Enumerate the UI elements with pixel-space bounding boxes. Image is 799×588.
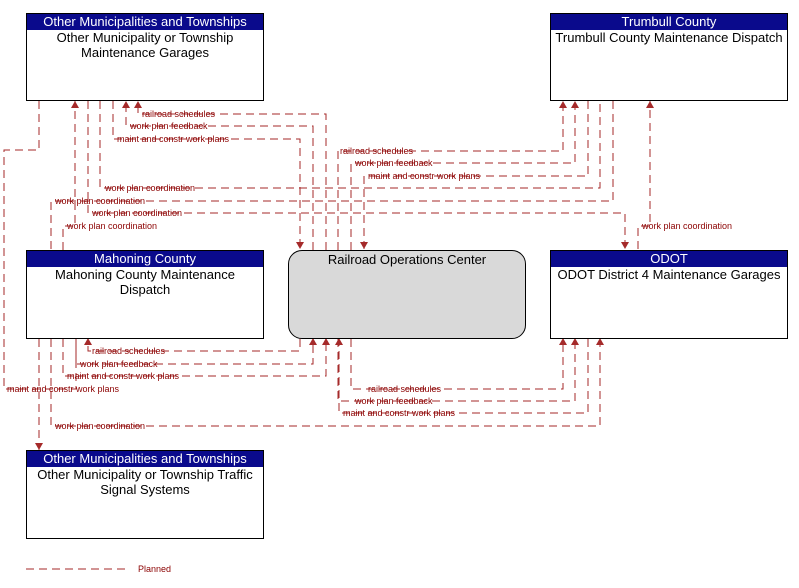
omt-signals-header: Other Municipalities and Townships: [27, 451, 263, 467]
odot-header: ODOT: [551, 251, 787, 267]
flow-label: maint and constr work plans: [7, 384, 120, 394]
flow-line: [84, 338, 301, 352]
flow-label: work plan feedback: [354, 396, 433, 406]
flow-line: [50, 101, 614, 249]
trumbull-header: Trumbull County: [551, 14, 787, 30]
flow-line: [75, 338, 317, 365]
mahoning-box[interactable]: Mahoning County Mahoning County Maintena…: [26, 250, 264, 339]
flow-line: [350, 338, 567, 390]
flow-line: [337, 101, 567, 250]
flow-line: [87, 101, 629, 249]
flow-label: maint and constr work plans: [343, 408, 456, 418]
flow-label: railroad schedules: [368, 384, 442, 394]
omt-signals-box[interactable]: Other Municipalities and Townships Other…: [26, 450, 264, 539]
omt-garages-box[interactable]: Other Municipalities and Townships Other…: [26, 13, 264, 101]
flow-line: [335, 338, 589, 414]
flow-label: work plan coordination: [54, 196, 145, 206]
legend-label: Planned: [138, 564, 171, 574]
flow-label: railroad schedules: [92, 346, 166, 356]
omt-garages-header: Other Municipalities and Townships: [27, 14, 263, 30]
flow-label: work plan feedback: [354, 158, 433, 168]
railroad-title: Railroad Operations Center: [327, 252, 487, 267]
flow-label: work plan feedback: [79, 359, 158, 369]
flow-label: work plan coordination: [54, 421, 145, 431]
flow-line: [360, 101, 589, 249]
flow-line: [134, 101, 327, 250]
flow-label: work plan feedback: [129, 121, 208, 131]
flow-label: railroad schedules: [340, 146, 414, 156]
flow-line: [3, 101, 77, 390]
mahoning-header: Mahoning County: [27, 251, 263, 267]
flow-label: work plan coordination: [641, 221, 732, 231]
flow-label: work plan coordination: [91, 208, 182, 218]
flow-line: [337, 338, 579, 402]
odot-box[interactable]: ODOT ODOT District 4 Maintenance Garages: [550, 250, 788, 339]
flow-line: [637, 101, 654, 249]
odot-title: ODOT District 4 Maintenance Garages: [557, 267, 781, 282]
flow-line: [350, 101, 579, 250]
flow-label: work plan coordination: [66, 221, 157, 231]
flow-line: [62, 101, 79, 250]
flow-label: maint and constr work plans: [67, 371, 180, 381]
omt-signals-title: Other Municipality or Township Traffic S…: [37, 467, 253, 497]
flow-line: [99, 101, 601, 189]
mahoning-title: Mahoning County Maintenance Dispatch: [55, 267, 235, 297]
trumbull-title: Trumbull County Maintenance Dispatch: [555, 30, 783, 45]
flow-label: railroad schedules: [142, 109, 216, 119]
flow-line: [50, 338, 604, 427]
flow-label: work plan coordination: [104, 183, 195, 193]
omt-garages-title: Other Municipality or Township Maintenan…: [56, 30, 234, 60]
trumbull-box[interactable]: Trumbull County Trumbull County Maintena…: [550, 13, 788, 101]
flow-line: [112, 101, 304, 249]
flow-label: maint and constr work plans: [368, 171, 481, 181]
flow-line: [62, 338, 330, 377]
railroad-operations-center[interactable]: Railroad Operations Center: [288, 250, 526, 339]
flow-label: maint and constr work plans: [117, 134, 230, 144]
